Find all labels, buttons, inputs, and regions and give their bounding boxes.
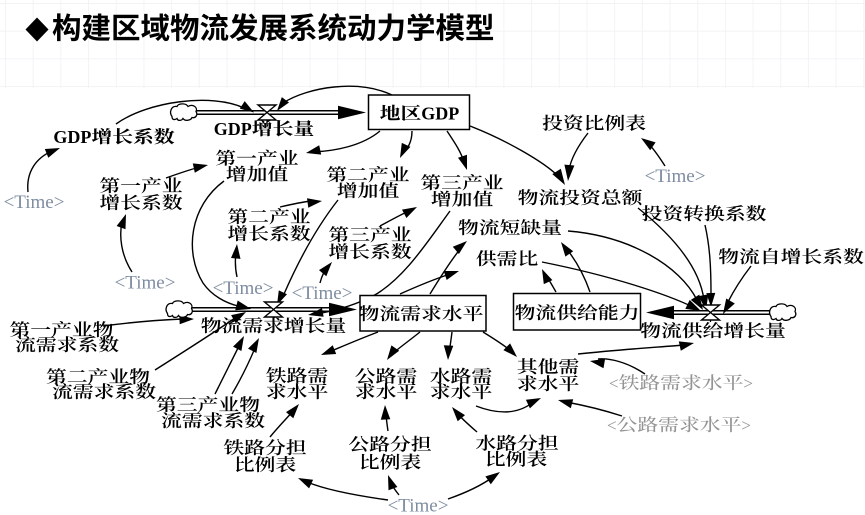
svg-text:>: > xyxy=(743,374,753,393)
svg-text:<: < xyxy=(609,374,619,393)
svg-text:GDP: GDP xyxy=(214,119,252,139)
svg-text:<Time>: <Time> xyxy=(388,495,449,515)
svg-text:<: < xyxy=(607,416,617,435)
svg-text:<Time>: <Time> xyxy=(4,192,65,213)
svg-text:<Time>: <Time> xyxy=(115,272,176,293)
svg-text:<Time>: <Time> xyxy=(213,278,274,299)
svg-text:<Time>: <Time> xyxy=(292,283,353,304)
svg-text:GDP: GDP xyxy=(421,103,459,123)
svg-text:>: > xyxy=(741,416,751,435)
svg-text:GDP: GDP xyxy=(53,127,91,147)
svg-text:<Time>: <Time> xyxy=(645,166,706,187)
